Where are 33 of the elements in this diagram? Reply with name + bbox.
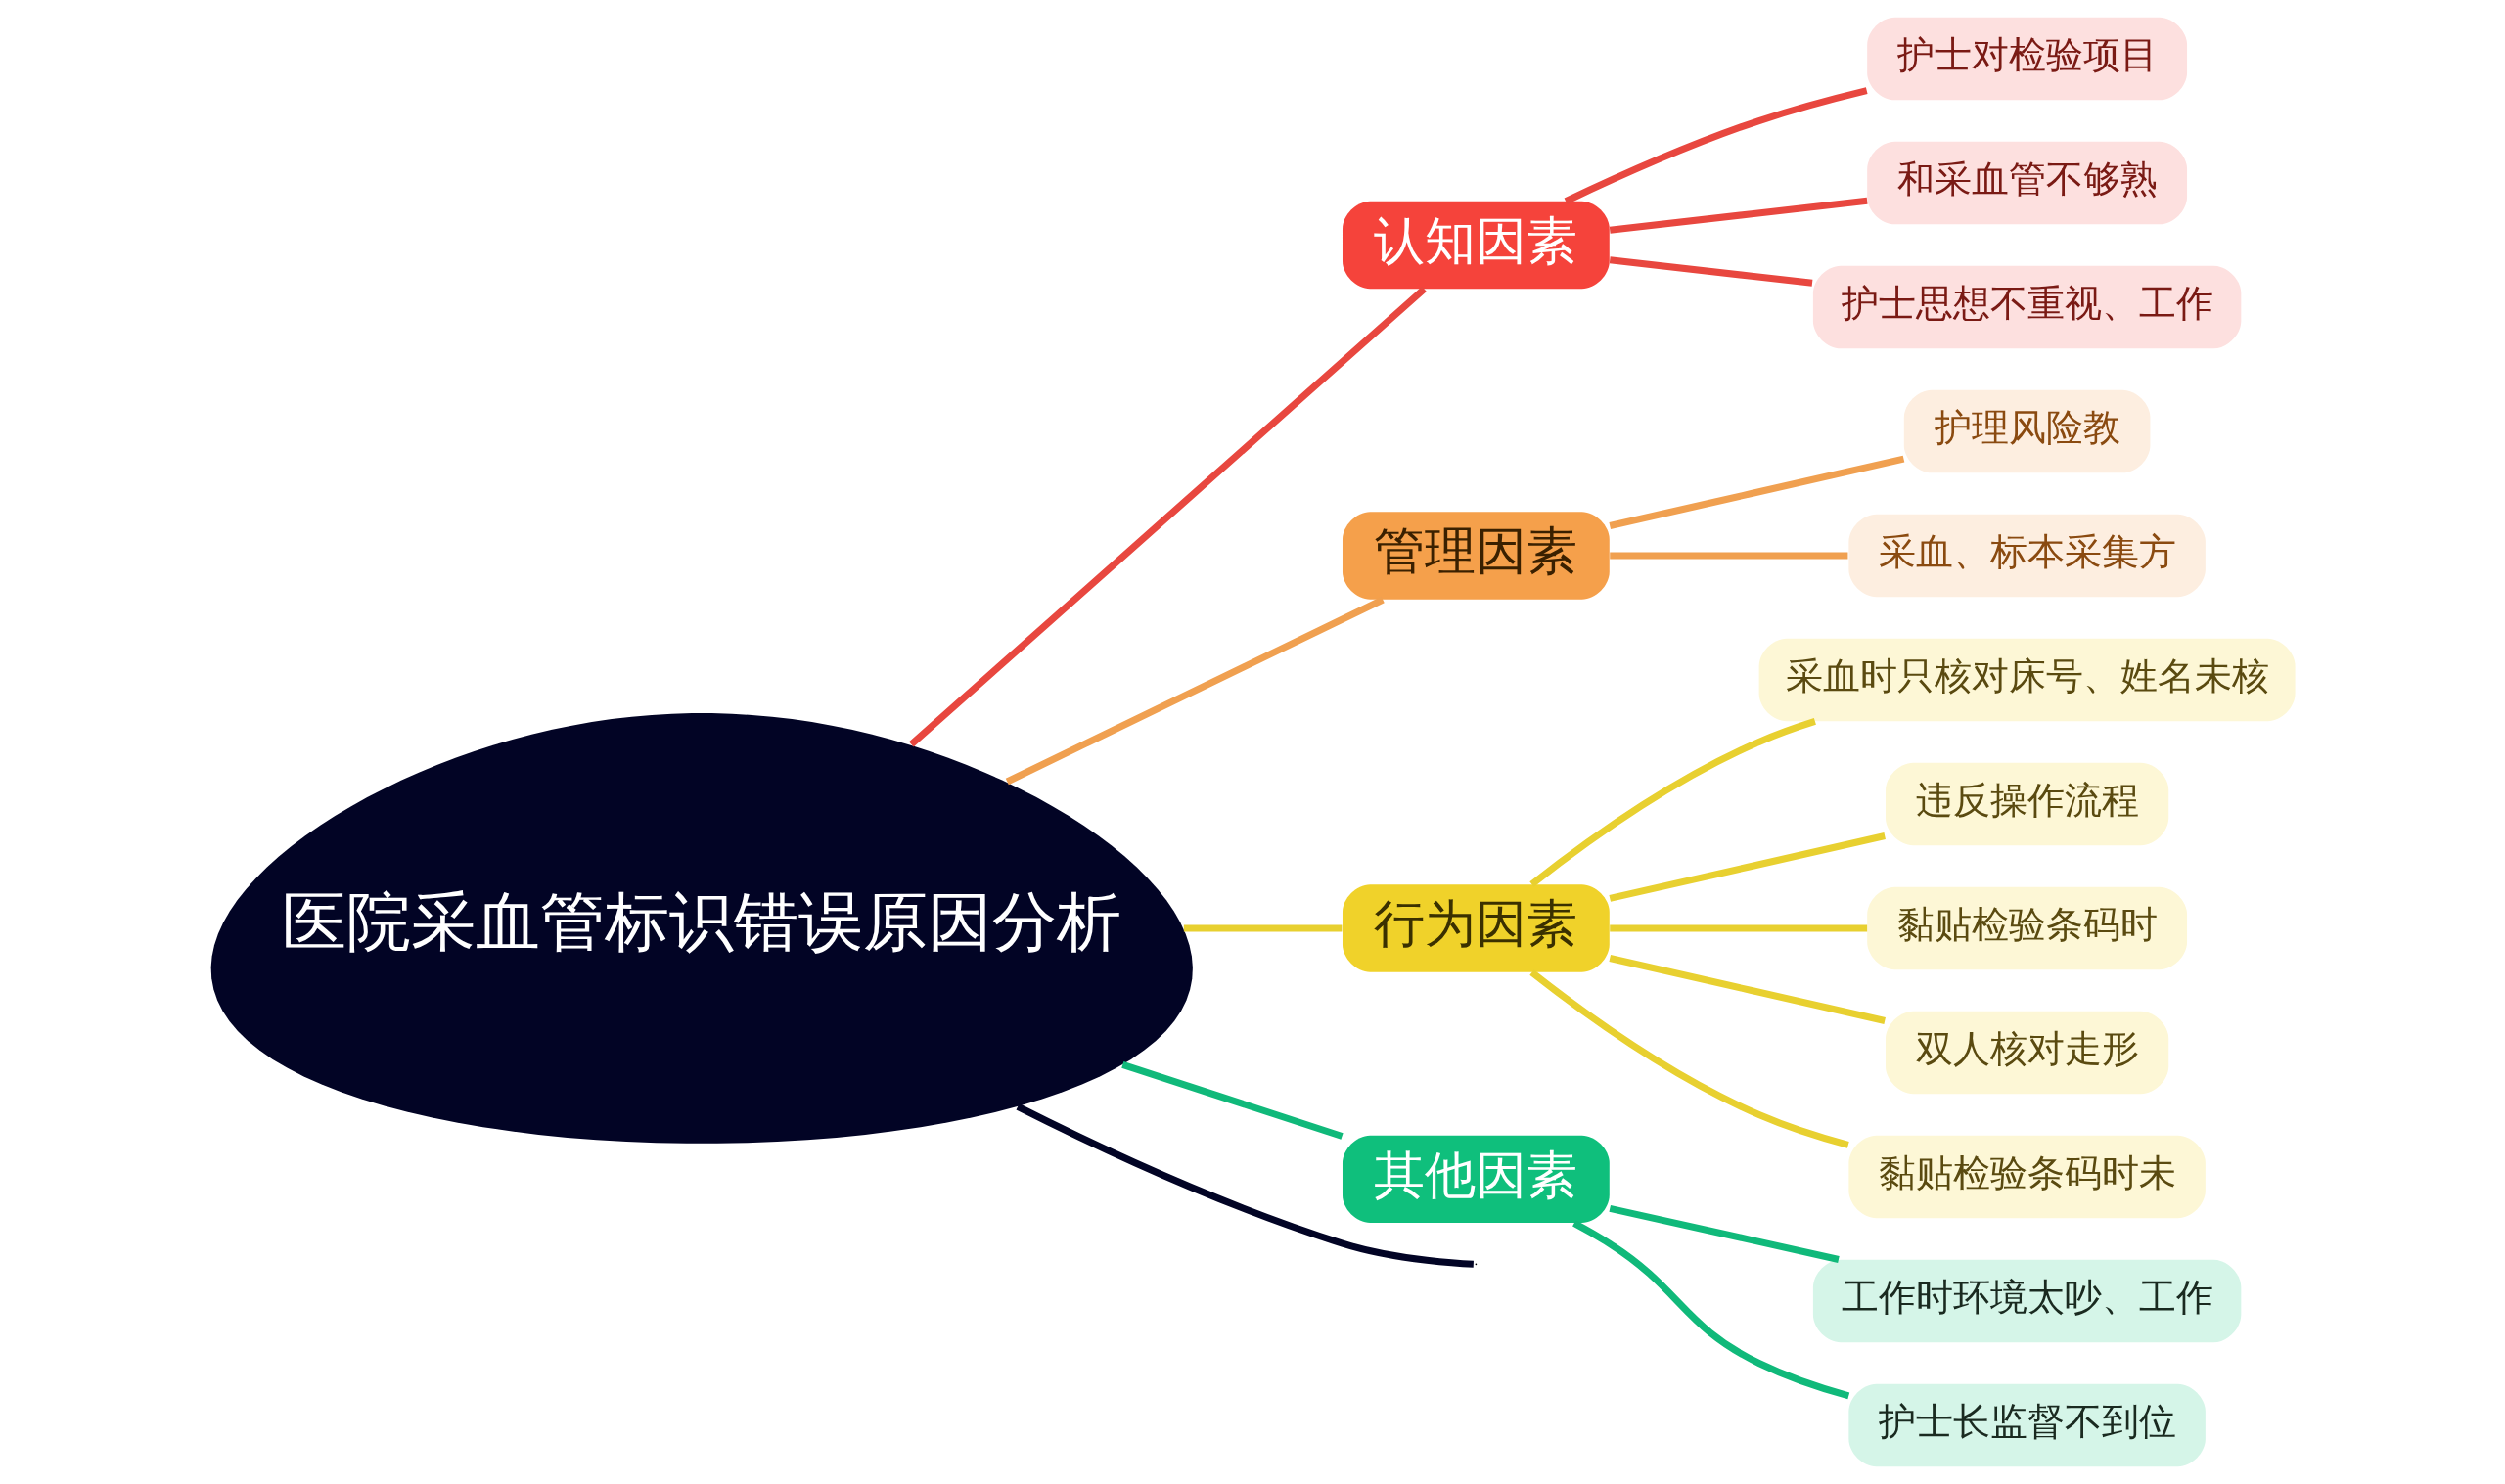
node-box: 护士对检验项目 (1866, 17, 2187, 101)
connector (1609, 924, 1867, 932)
node-box: 和采血管不够熟 (1866, 141, 2187, 225)
connector (1608, 455, 1904, 529)
node-box: 护理风险教 (1903, 389, 2150, 473)
node-box: 管理因素 (1342, 512, 1610, 600)
node-box: 采血、标本采集方 (1847, 514, 2206, 598)
connector (1609, 256, 1812, 287)
node-box: 护士长监督不到位 (1847, 1383, 2206, 1467)
connector (1016, 1103, 1474, 1268)
connector (1608, 1204, 1840, 1263)
connector (1120, 1061, 1344, 1140)
node-box: 黏贴检验条码时未 (1847, 1135, 2206, 1219)
node-box: 护士思想不重视、工作 (1812, 265, 2241, 349)
node-box: 双人核对走形 (1885, 1011, 2168, 1095)
node-box: 采血时只核对床号、姓名未核 (1758, 638, 2296, 722)
connector (1609, 552, 1847, 560)
node-box: 认知因素 (1342, 201, 1610, 290)
node-box: 违反操作流程 (1885, 762, 2168, 846)
connector (1528, 969, 1849, 1148)
connector (1183, 924, 1342, 932)
connector (1608, 955, 1886, 1024)
connector (1005, 596, 1385, 786)
connector (1564, 87, 1868, 204)
node-box: 其他因素 (1342, 1135, 1610, 1223)
connector (1528, 718, 1816, 887)
node-box: 行为因素 (1342, 884, 1610, 972)
node-box: 工作时环境太吵、工作 (1812, 1259, 2241, 1343)
node-box: 黏贴检验条码时 (1866, 886, 2187, 970)
connector (1608, 832, 1886, 902)
connector (1571, 1220, 1849, 1400)
connector (908, 286, 1427, 747)
connector (1609, 197, 1868, 234)
